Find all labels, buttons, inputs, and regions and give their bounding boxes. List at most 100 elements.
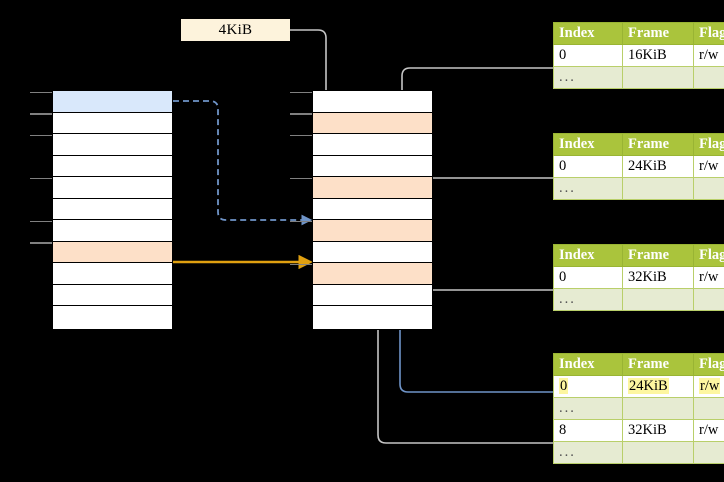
- virtual-page-row-7[interactable]: [53, 241, 172, 264]
- column-header-index: Index: [553, 22, 623, 45]
- page-table-ellipsis-row: ...: [553, 288, 724, 311]
- ellipsis-cell: ...: [553, 441, 623, 464]
- empty-cell: [693, 397, 724, 420]
- page-table-level-4[interactable]: IndexFrameFlags024KiBr/w...832KiBr/w...: [553, 353, 724, 464]
- wire-virtual-page-to-frame: [173, 100, 313, 226]
- column-header-index: Index: [553, 244, 623, 267]
- physical-frame-row-4[interactable]: [313, 177, 432, 199]
- virtual-page-row-6[interactable]: [53, 220, 172, 242]
- cell-flags[interactable]: r/w: [693, 44, 724, 67]
- physical-frame-row-10[interactable]: [313, 306, 432, 328]
- column-header-flags: Flags: [693, 244, 724, 267]
- cell-index[interactable]: 0: [553, 266, 623, 289]
- cell-frame[interactable]: 32KiB: [622, 266, 694, 289]
- physical-frame-row-1[interactable]: [313, 112, 432, 135]
- column-header-flags: Flags: [693, 133, 724, 156]
- empty-cell: [693, 177, 724, 200]
- column-header-frame: Frame: [622, 22, 694, 45]
- cell-flags[interactable]: r/w: [693, 155, 724, 178]
- page-table-entry-row[interactable]: 0 24KiB r/w: [553, 375, 724, 398]
- column-header-index: Index: [553, 353, 623, 376]
- cell-frame[interactable]: 32KiB: [622, 419, 694, 442]
- physical-memory-column[interactable]: [312, 90, 433, 330]
- page-table-header-row: IndexFrameFlags: [553, 133, 724, 156]
- cell-frame[interactable]: 24KiB: [622, 155, 694, 178]
- page-table-level-3[interactable]: IndexFrameFlags032KiBr/w...: [553, 244, 724, 311]
- virtual-page-row-9[interactable]: [53, 284, 172, 307]
- highlighted-value: r/w: [699, 378, 721, 394]
- cell-index[interactable]: 0: [553, 375, 623, 398]
- wire-table2-to-memory: [413, 177, 556, 230]
- virtual-page-row-1[interactable]: [53, 112, 172, 135]
- physical-frame-row-9[interactable]: [313, 284, 432, 307]
- virtual-address-space-column[interactable]: [52, 90, 173, 330]
- physical-frame-row-7[interactable]: [313, 241, 432, 264]
- page-table-3-wrapper[interactable]: IndexFrameFlags032KiBr/w...: [553, 244, 724, 311]
- page-table-ellipsis-row: ...: [553, 177, 724, 200]
- virtual-page-tick-1: [30, 113, 52, 115]
- ellipsis-cell: ...: [553, 177, 623, 200]
- empty-cell: [693, 66, 724, 89]
- physical-frame-tick-2: [290, 134, 312, 137]
- virtual-page-tick-0: [30, 91, 52, 93]
- physical-frame-tick-6: [290, 220, 312, 223]
- cell-frame[interactable]: 24KiB: [622, 375, 694, 398]
- column-header-flags: Flags: [693, 353, 724, 376]
- empty-cell: [693, 288, 724, 311]
- page-table-ellipsis-row: ...: [553, 397, 724, 420]
- page-table-ellipsis-row: ...: [553, 441, 724, 464]
- cell-index[interactable]: 0: [553, 155, 623, 178]
- page-table-level-1[interactable]: IndexFrameFlags016KiBr/w...: [553, 22, 724, 89]
- page-size-label: 4KiB: [181, 19, 290, 41]
- page-table-1-wrapper[interactable]: IndexFrameFlags016KiBr/w...: [553, 22, 724, 89]
- cell-frame[interactable]: 16KiB: [622, 44, 694, 67]
- physical-frame-tick-0: [290, 91, 312, 93]
- ellipsis-cell: ...: [553, 397, 623, 420]
- virtual-page-row-4[interactable]: [53, 177, 172, 199]
- virtual-page-tick-6: [30, 220, 52, 223]
- cell-flags[interactable]: r/w: [693, 419, 724, 442]
- physical-frame-row-8[interactable]: [313, 263, 432, 285]
- page-table-header-row: IndexFrameFlags: [553, 244, 724, 267]
- physical-frame-row-0[interactable]: [313, 91, 432, 113]
- cell-flags[interactable]: r/w: [693, 266, 724, 289]
- physical-frame-tick-4: [290, 177, 312, 180]
- physical-frame-row-6[interactable]: [313, 220, 432, 242]
- ellipsis-cell: ...: [553, 288, 623, 311]
- column-header-flags: Flags: [693, 22, 724, 45]
- cell-index[interactable]: 0: [553, 44, 623, 67]
- column-header-frame: Frame: [622, 133, 694, 156]
- cell-index[interactable]: 8: [553, 419, 623, 442]
- virtual-page-row-2[interactable]: [53, 134, 172, 156]
- virtual-page-tick-2: [30, 134, 52, 137]
- highlighted-value: 24KiB: [628, 378, 669, 394]
- empty-cell: [622, 441, 694, 464]
- page-table-4-wrapper[interactable]: IndexFrameFlags024KiBr/w...832KiBr/w...: [553, 353, 724, 464]
- empty-cell: [622, 66, 694, 89]
- virtual-page-row-3[interactable]: [53, 155, 172, 178]
- virtual-page-tick-7: [30, 242, 52, 244]
- page-table-level-2[interactable]: IndexFrameFlags024KiBr/w...: [553, 133, 724, 200]
- virtual-page-row-8[interactable]: [53, 263, 172, 285]
- physical-frame-tick-1: [290, 113, 312, 115]
- virtual-page-row-10[interactable]: [53, 306, 172, 328]
- physical-frame-row-5[interactable]: [313, 198, 432, 221]
- virtual-page-row-5[interactable]: [53, 198, 172, 221]
- virtual-page-row-0[interactable]: [53, 91, 172, 113]
- page-table-ellipsis-row: ...: [553, 66, 724, 89]
- empty-cell: [622, 177, 694, 200]
- empty-cell: [622, 397, 694, 420]
- empty-cell: [693, 441, 724, 464]
- empty-cell: [622, 288, 694, 311]
- cell-flags[interactable]: r/w: [693, 375, 724, 398]
- ellipsis-cell: ...: [553, 66, 623, 89]
- physical-frame-row-2[interactable]: [313, 134, 432, 156]
- page-table-2-wrapper[interactable]: IndexFrameFlags024KiBr/w...: [553, 133, 724, 200]
- virtual-page-tick-4: [30, 177, 52, 180]
- physical-frame-row-3[interactable]: [313, 155, 432, 178]
